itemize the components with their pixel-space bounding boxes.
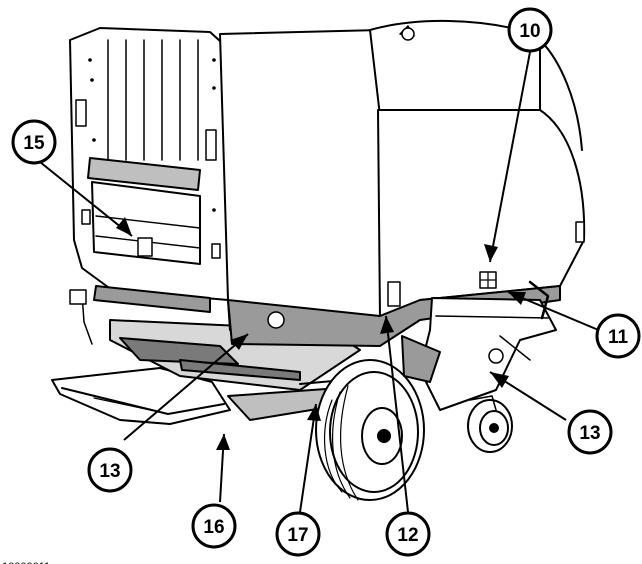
leader-arrowheads xyxy=(116,217,526,450)
leader-10 xyxy=(489,51,531,263)
callout-17-label: 17 xyxy=(287,525,308,546)
leader-15 xyxy=(39,161,133,237)
callout-11: 11 xyxy=(595,313,641,359)
callout-13b-label: 13 xyxy=(579,423,600,444)
callout-12: 12 xyxy=(385,511,431,557)
side-housing xyxy=(377,109,586,319)
figure-id: 10000011 xyxy=(2,561,50,564)
arrow-11 xyxy=(508,292,526,305)
callouts: 10 11 12 13 13 15 16 17 xyxy=(11,7,641,557)
leader-12 xyxy=(385,315,409,513)
main-wheel xyxy=(315,359,425,501)
arrow-17 xyxy=(307,404,321,421)
callout-12-label: 12 xyxy=(397,525,418,546)
arrow-16 xyxy=(216,434,230,450)
callout-13-left: 13 xyxy=(87,447,133,493)
callout-10-label: 10 xyxy=(519,21,540,42)
main-body xyxy=(219,29,381,331)
reflector-left xyxy=(267,311,285,329)
arrow-13b xyxy=(490,372,509,388)
arrow-12 xyxy=(380,316,394,334)
callout-10: 10 xyxy=(507,7,553,53)
baler-illustration xyxy=(51,19,586,501)
arrow-13a xyxy=(230,334,248,350)
arrow-10 xyxy=(484,244,498,262)
callout-13-right: 13 xyxy=(567,409,613,455)
callout-17: 17 xyxy=(275,511,321,557)
callout-16: 16 xyxy=(191,503,237,549)
leader-11 xyxy=(507,291,609,335)
arrow-15 xyxy=(116,217,132,236)
leader-13a xyxy=(123,333,249,441)
callout-13a-label: 13 xyxy=(99,461,120,482)
leader-lines xyxy=(39,51,609,513)
callout-16-label: 16 xyxy=(203,517,224,538)
callout-15-label: 15 xyxy=(23,133,45,154)
callout-11-label: 11 xyxy=(608,327,629,348)
callout-15: 15 xyxy=(11,119,57,165)
pickup-assembly xyxy=(419,297,557,411)
tailgate-strap xyxy=(87,157,201,191)
jockey-wheel xyxy=(467,395,513,453)
leader-17 xyxy=(299,403,317,513)
